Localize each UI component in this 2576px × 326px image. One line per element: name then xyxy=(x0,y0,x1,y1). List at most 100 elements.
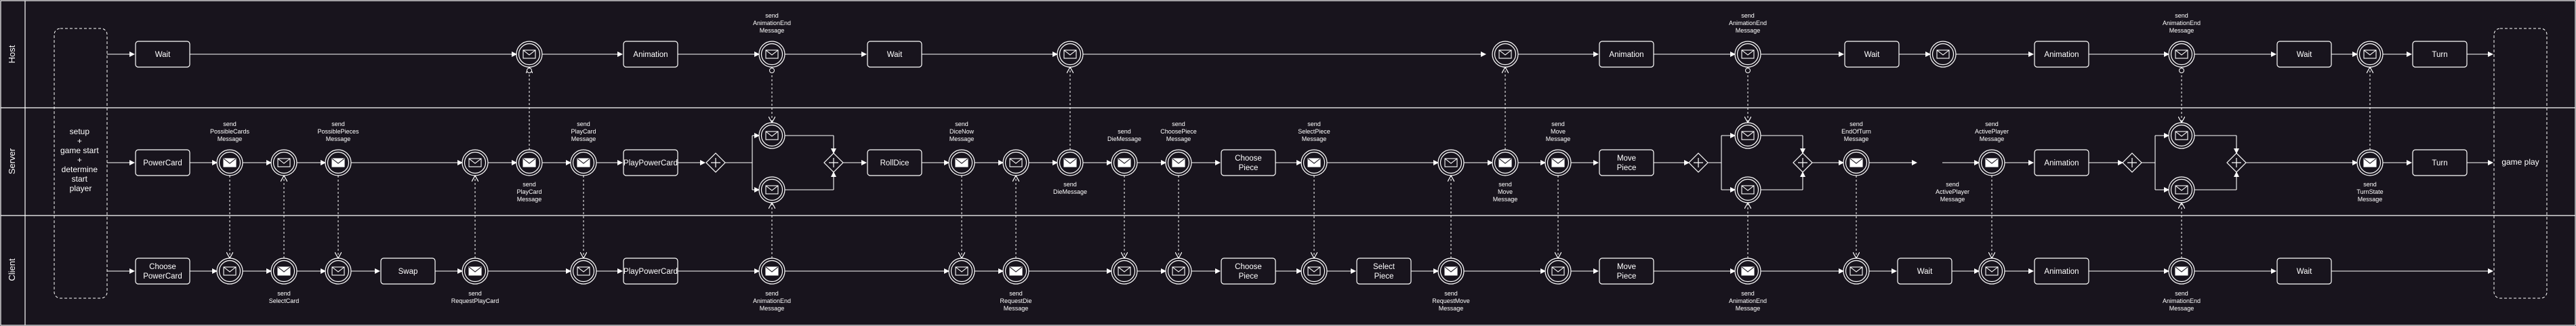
end-block[interactable]: game play xyxy=(2493,28,2548,299)
task-host-wait-2[interactable]: Wait xyxy=(867,41,922,68)
message-event-icon[interactable] xyxy=(570,149,597,176)
message-event-icon[interactable] xyxy=(2356,149,2384,176)
task-server-rolldice[interactable]: RollDice xyxy=(867,149,922,176)
start-block[interactable]: setup + game start + determine start pla… xyxy=(54,28,108,299)
message-event-icon[interactable] xyxy=(216,258,243,285)
message-event-icon[interactable] xyxy=(270,149,298,176)
annotation-line: ActivePlayer xyxy=(1975,128,2009,135)
lane-label-client: Client xyxy=(7,258,17,281)
message-event-icon[interactable] xyxy=(1734,176,1761,203)
message-event-icon[interactable] xyxy=(1165,258,1192,285)
task-host-wait-3[interactable]: Wait xyxy=(1844,41,1900,68)
message-event-icon[interactable] xyxy=(1057,149,1084,176)
parallel-gateway-icon[interactable] xyxy=(2122,152,2142,173)
message-event-icon[interactable] xyxy=(1002,149,1029,176)
task-client-wait-1[interactable]: Wait xyxy=(1897,258,1953,285)
annotation-line: send xyxy=(1498,181,1512,188)
message-event-icon[interactable] xyxy=(1843,258,1870,285)
message-event-icon[interactable] xyxy=(570,258,597,285)
task-client-wait-2[interactable]: Wait xyxy=(2276,258,2332,285)
message-event-icon[interactable] xyxy=(1057,41,1084,68)
message-event-icon[interactable] xyxy=(1301,258,1328,285)
task-host-animation-2[interactable]: Animation xyxy=(1599,41,1654,68)
message-event-icon[interactable] xyxy=(1978,149,2005,176)
message-events xyxy=(216,41,2384,285)
message-event-icon[interactable] xyxy=(1929,41,1957,68)
task-server-turn[interactable]: Turn xyxy=(2412,149,2468,176)
gateways xyxy=(706,152,2247,173)
message-event-icon[interactable] xyxy=(325,149,352,176)
message-event-icon[interactable] xyxy=(516,41,543,73)
annotation-line: Message xyxy=(1004,305,1029,312)
message-event-icon[interactable] xyxy=(325,258,352,285)
task-host-wait-1[interactable]: Wait xyxy=(135,41,190,68)
message-event-icon[interactable] xyxy=(1437,258,1465,285)
message-event-icon[interactable] xyxy=(516,149,543,176)
message-event-icon[interactable] xyxy=(1843,149,1870,176)
message-event-icon[interactable] xyxy=(1545,149,1572,176)
parallel-gateway-icon[interactable] xyxy=(1793,152,1813,173)
start-line-2: + xyxy=(77,136,82,146)
task-server-animation[interactable]: Animation xyxy=(2034,149,2089,176)
message-event-icon[interactable] xyxy=(1734,258,1761,285)
task-host-animation-3[interactable]: Animation xyxy=(2034,41,2089,68)
task-server-powercard[interactable]: PowerCard xyxy=(135,149,190,176)
task-client-playpowercard[interactable]: PlayPowerCard xyxy=(623,258,678,285)
message-event-icon[interactable] xyxy=(758,122,785,149)
parallel-gateway-icon[interactable] xyxy=(823,152,844,173)
message-event-icon[interactable] xyxy=(1545,258,1572,285)
message-event-icon[interactable] xyxy=(1111,258,1138,285)
message-event-icon[interactable] xyxy=(1002,258,1029,285)
task-host-animation-1[interactable]: Animation xyxy=(623,41,678,68)
message-event-icon[interactable] xyxy=(2168,176,2195,203)
message-event-icon[interactable] xyxy=(2168,122,2195,149)
task-client-animation[interactable]: Animation xyxy=(2034,258,2089,285)
message-event-icon[interactable] xyxy=(216,149,243,176)
task-label: RollDice xyxy=(880,159,909,167)
message-event-icon[interactable] xyxy=(758,258,785,285)
message-event-icon[interactable] xyxy=(1111,149,1138,176)
parallel-gateway-icon[interactable] xyxy=(706,152,726,173)
task-label: Wait xyxy=(2297,268,2312,276)
annotation-line: Message xyxy=(1166,136,1191,142)
message-event-icon[interactable] xyxy=(1492,41,1519,68)
parallel-gateway-icon[interactable] xyxy=(1688,152,1709,173)
message-event-icon[interactable] xyxy=(758,176,785,203)
message-event-icon[interactable] xyxy=(270,258,298,285)
task-server-playpowercard[interactable]: PlayPowerCard xyxy=(623,149,678,176)
message-event-icon[interactable] xyxy=(1437,149,1465,176)
annotation-line: Message xyxy=(949,136,975,142)
message-event-icon[interactable] xyxy=(1978,258,2005,285)
message-event-icon[interactable] xyxy=(948,258,975,285)
task-label-line1: Choose xyxy=(149,263,176,271)
message-event-icon[interactable] xyxy=(758,41,785,73)
message-event-icon[interactable] xyxy=(1734,41,1761,73)
task-host-wait-4[interactable]: Wait xyxy=(2276,41,2332,68)
annotation-line: send xyxy=(2175,12,2188,19)
task-label-line1: Choose xyxy=(1235,263,1262,271)
message-event-icon[interactable] xyxy=(2168,41,2195,73)
message-event-icon[interactable] xyxy=(1165,149,1192,176)
task-client-swap[interactable]: Swap xyxy=(380,258,436,285)
message-event-icon[interactable] xyxy=(1492,149,1519,176)
message-event-icon[interactable] xyxy=(2168,258,2195,285)
annotation-line: Move xyxy=(1498,188,1513,195)
message-event-icon[interactable] xyxy=(2356,41,2384,68)
message-event-icon[interactable] xyxy=(948,149,975,176)
task-host-turn[interactable]: Turn xyxy=(2412,41,2468,68)
annotation-line: Message xyxy=(1844,136,1869,142)
message-event-icon[interactable] xyxy=(1301,149,1328,176)
parallel-gateway-icon[interactable] xyxy=(2226,152,2247,173)
message-event-icon[interactable] xyxy=(462,258,489,285)
start-line-7: player xyxy=(70,184,92,193)
message-event-icon[interactable] xyxy=(462,149,489,176)
message-event-icon[interactable] xyxy=(1734,122,1761,149)
